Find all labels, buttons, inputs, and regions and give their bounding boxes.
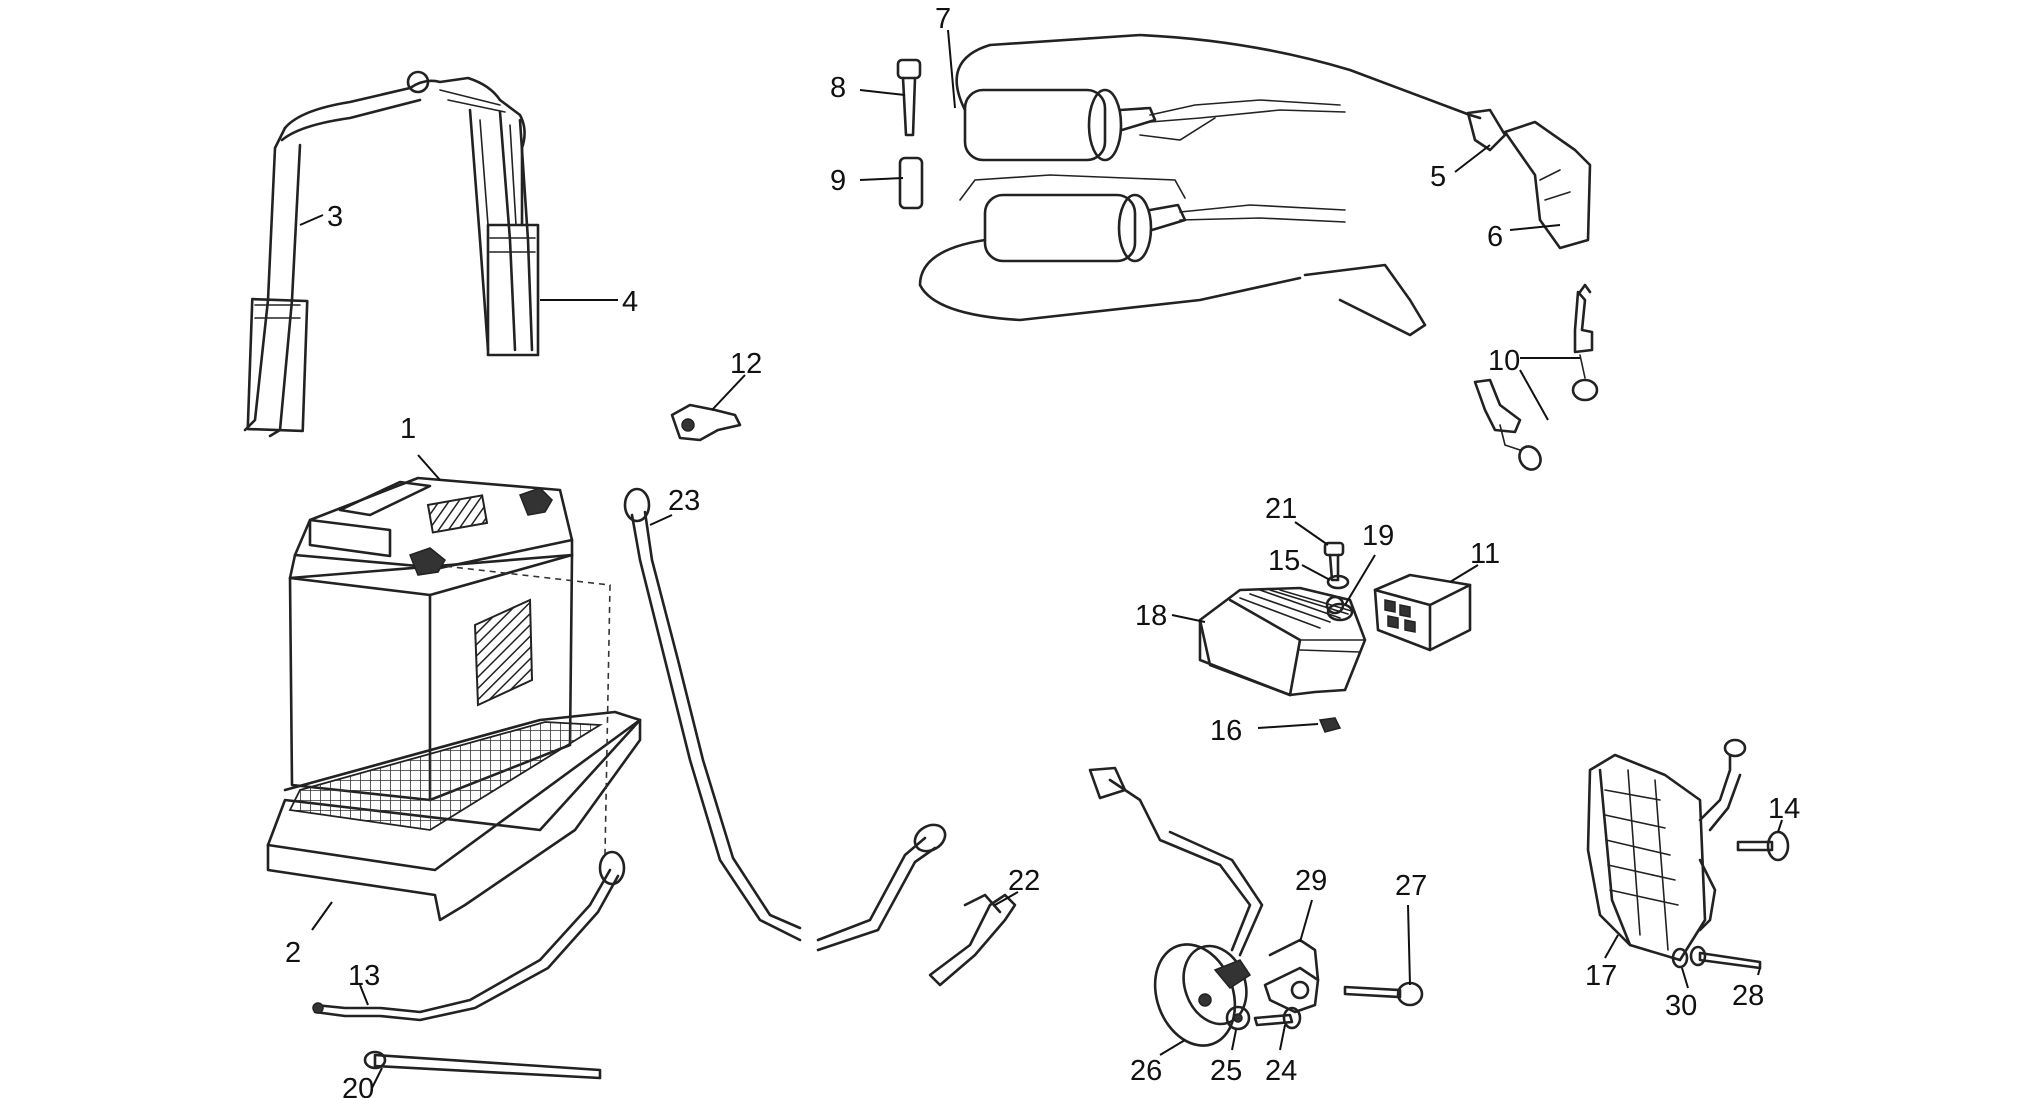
callout-4: 4 (622, 286, 638, 318)
alternator-washer (1671, 947, 1689, 969)
callout-29: 29 (1295, 865, 1327, 897)
callout-8: 8 (830, 72, 846, 104)
ignition-pickup (1088, 766, 1264, 1047)
callout-26: 26 (1130, 1055, 1162, 1087)
callout-25: 25 (1210, 1055, 1242, 1087)
fuse-holder (928, 893, 1017, 987)
ignition-coil-upper (955, 33, 1482, 162)
battery-cable (623, 487, 947, 952)
alternator-screw (1736, 830, 1790, 862)
relay (1373, 573, 1472, 652)
battery-strap (243, 70, 526, 438)
callout-17: 17 (1585, 960, 1617, 992)
callout-14: 14 (1768, 793, 1800, 825)
callout-19: 19 (1362, 520, 1394, 552)
callout-labels: 1 2 3 4 5 6 7 8 9 10 11 12 13 14 15 16 1… (285, 3, 1800, 1098)
regulator-washer (1326, 574, 1350, 590)
coil-screw (896, 58, 922, 137)
callout-22: 22 (1008, 865, 1040, 897)
pickup-bracket (1263, 938, 1320, 1014)
callout-15: 15 (1268, 545, 1300, 577)
callout-10: 10 (1488, 345, 1520, 377)
callout-9: 9 (830, 165, 846, 197)
pickup-bolt-short (1253, 1006, 1302, 1030)
suppressor-cap (1466, 108, 1507, 152)
voltage-regulator (1198, 586, 1367, 697)
callout-11: 11 (1470, 538, 1500, 570)
alternator (1586, 738, 1747, 962)
callout-13: 13 (348, 960, 380, 992)
ignition-coil-lower (918, 174, 1427, 337)
ground-cable (312, 850, 626, 1022)
callout-27: 27 (1395, 870, 1427, 902)
callout-28: 28 (1732, 980, 1764, 1012)
callout-30: 30 (1665, 990, 1697, 1022)
spark-plug-upper (1571, 283, 1599, 402)
callout-18: 18 (1135, 600, 1167, 632)
alternator-bolt (1689, 945, 1762, 970)
callout-21: 21 (1265, 493, 1297, 525)
callout-23: 23 (668, 485, 700, 517)
coil-spacer (898, 156, 924, 210)
callout-1: 1 (400, 413, 416, 445)
regulator-clip (1318, 717, 1342, 733)
pickup-nut (1225, 1005, 1251, 1031)
spark-plug-cap (1503, 120, 1592, 250)
battery-tray (266, 710, 642, 922)
callout-3: 3 (327, 201, 343, 233)
callout-7: 7 (935, 3, 951, 35)
callout-5: 5 (1430, 161, 1446, 193)
regulator-screw (1323, 541, 1345, 582)
callout-20: 20 (342, 1073, 374, 1098)
terminal-clamp (670, 403, 742, 442)
callout-2: 2 (285, 937, 301, 969)
leader-lines (299, 29, 1783, 1089)
callout-6: 6 (1487, 221, 1503, 253)
callout-12: 12 (730, 348, 762, 380)
callout-16: 16 (1210, 715, 1242, 747)
cable-tie (363, 1050, 602, 1080)
callout-24: 24 (1265, 1055, 1297, 1087)
regulator-nut (1326, 602, 1354, 622)
spark-plug-lower (1473, 378, 1542, 471)
battery-holder-strap (468, 108, 540, 357)
pickup-bolt-long (1343, 981, 1424, 1007)
